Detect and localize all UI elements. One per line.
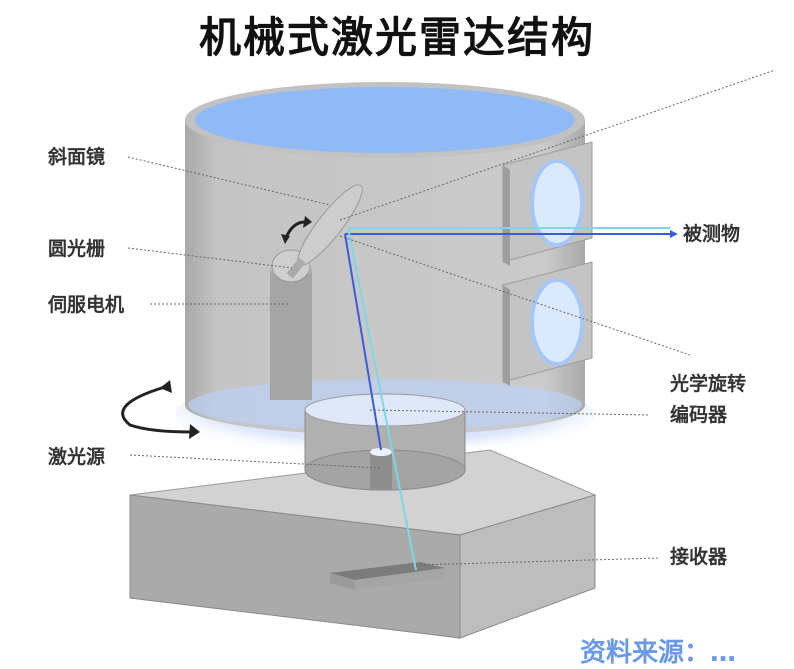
label-encoder-line1: 光学旋转 bbox=[670, 373, 747, 395]
servo-motor bbox=[270, 249, 312, 400]
label-receiver: 接收器 bbox=[670, 546, 728, 568]
housing-rotation-arrow bbox=[121, 385, 193, 434]
encoder-cylinder bbox=[304, 393, 466, 491]
rotating-housing bbox=[185, 82, 585, 435]
upper-window bbox=[502, 141, 593, 266]
label-target: 被测物 bbox=[683, 223, 741, 245]
lidar-diagram bbox=[121, 69, 776, 639]
label-laser-source: 激光源 bbox=[48, 446, 106, 468]
diagram-title: 机械式激光雷达结构 bbox=[198, 13, 595, 62]
source-watermark: 资料来源：… bbox=[580, 638, 737, 668]
tilted-mirror bbox=[286, 184, 363, 279]
laser-beams bbox=[344, 227, 678, 571]
label-grating: 圆光栅 bbox=[48, 238, 106, 260]
label-mirror: 斜面镜 bbox=[48, 146, 106, 168]
label-servo-motor: 伺服电机 bbox=[48, 294, 125, 316]
lower-window bbox=[502, 261, 593, 386]
leader-lines bbox=[127, 69, 776, 566]
label-encoder-line2: 编码器 bbox=[670, 404, 728, 426]
base-box bbox=[129, 449, 597, 639]
laser-source bbox=[370, 448, 392, 490]
